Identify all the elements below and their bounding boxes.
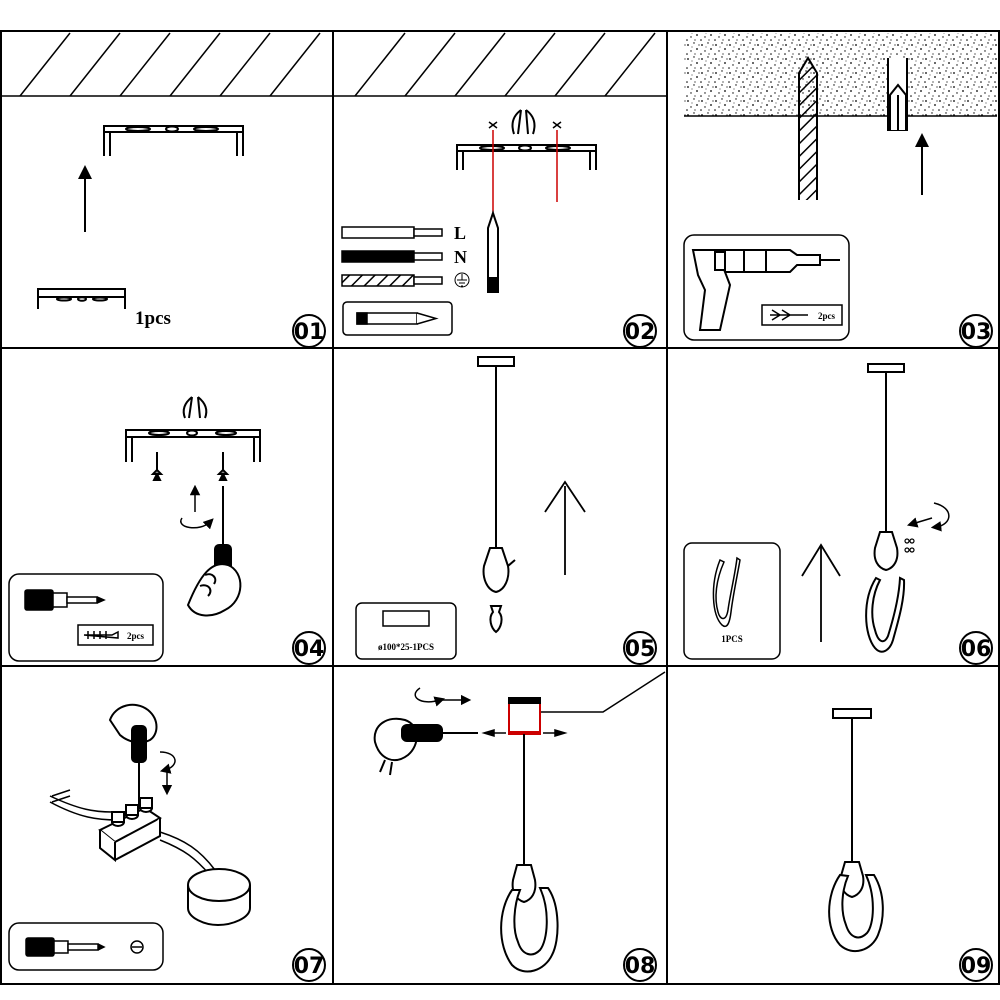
shade-quantity: 1PCS [721, 634, 743, 644]
step-number: 07 [294, 954, 325, 979]
ground-symbol-icon [454, 272, 470, 288]
screw-icon [150, 452, 230, 481]
hand-screwdriver-icon [108, 703, 158, 805]
mounting-bracket-icon [103, 125, 244, 156]
mark-cross-icon [488, 121, 562, 129]
canopy-cup-icon [508, 697, 541, 735]
wire-label-neutral: N [454, 247, 467, 267]
hand-screwdriver-icon [373, 717, 478, 776]
step-badge: 05 [623, 631, 657, 665]
ceiling-hatch [333, 32, 667, 97]
rotate-arrow-icon [159, 751, 176, 774]
canopy-icon [832, 708, 872, 719]
panel-09: 09 [828, 708, 993, 982]
left-arrow-icon [906, 517, 933, 528]
shade-icon [865, 576, 906, 653]
pendant-lamp-icon [500, 864, 559, 973]
supply-wires [49, 789, 119, 821]
step-badge: 08 [623, 948, 657, 982]
canopy-base-icon [187, 868, 251, 927]
rotate-arrow-icon [930, 502, 950, 532]
step-badge: 02 [623, 314, 657, 348]
drill-guide-line [492, 130, 558, 212]
screwdriver-icon [24, 589, 106, 611]
tool-box [683, 234, 850, 341]
hand-screwdriver-icon [186, 486, 242, 617]
step-badge: 07 [292, 948, 326, 982]
mounting-bracket-icon [456, 144, 597, 170]
step-number: 08 [625, 954, 656, 979]
panel-05: ø100*25-1PCS 05 [355, 356, 657, 665]
bulb-icon [489, 605, 503, 634]
rotate-arrow-icon [180, 517, 214, 530]
step-badge: 06 [959, 631, 993, 665]
tool-box [8, 573, 164, 662]
ceiling-indicator-line [540, 671, 666, 713]
wall-plug-icon [887, 58, 908, 131]
ceiling-hatch [1, 32, 333, 97]
lamp-holder-icon [873, 531, 899, 572]
up-arrow-icon [801, 543, 841, 642]
box-label: ø100*25-1PCS [378, 642, 434, 652]
wire-samples [341, 226, 443, 287]
ceiling-wires-icon [511, 109, 536, 135]
step-number: 04 [294, 637, 325, 662]
panel-01: 1pcs 01 [1, 32, 333, 348]
step-number: 06 [961, 637, 992, 662]
wire-label-live: L [454, 223, 466, 243]
box-label-frame [355, 602, 457, 660]
fixture-wires [159, 831, 216, 876]
bracket-part-icon [37, 288, 126, 309]
step-number: 02 [625, 320, 656, 345]
step-number: 05 [625, 637, 656, 662]
step-badge: 04 [292, 631, 326, 665]
step-badge: 03 [959, 314, 993, 348]
step-number: 03 [961, 320, 992, 345]
panel-08: 08 [373, 671, 666, 982]
panel-06: 1PCS 06 [683, 363, 993, 665]
concrete-ceiling [684, 33, 997, 116]
step-number: 01 [294, 320, 325, 345]
step-number: 09 [961, 954, 992, 979]
ceiling-wires-icon [182, 396, 208, 419]
up-arrow-icon [544, 480, 586, 575]
quantity-label: 1pcs [135, 308, 171, 329]
panel-04: 2pcs 04 [8, 396, 326, 665]
rotate-arrow-icon [414, 687, 446, 707]
grid-frame [0, 30, 1000, 985]
shade-part-box [683, 542, 781, 660]
small-screws-icon [904, 538, 915, 553]
drill-bit-icon [798, 56, 818, 200]
lamp-holder-icon [482, 547, 516, 594]
power-drill-icon [691, 249, 840, 331]
pencil-tool-box [342, 301, 453, 336]
step-badge: 01 [292, 314, 326, 348]
tool-box [8, 922, 164, 971]
pencil-icon [487, 209, 499, 293]
screwdriver-icon [25, 937, 106, 957]
step-badge: 09 [959, 948, 993, 982]
screw-quantity: 2pcs [127, 631, 145, 641]
panel-07: 07 [8, 703, 326, 982]
pendant-lamp-icon [828, 861, 884, 953]
terminal-block-icon [98, 797, 162, 863]
canopy-icon [477, 356, 515, 367]
canopy-icon [867, 363, 905, 373]
side-screw-icon [481, 728, 568, 738]
anchor-quantity: 2pcs [818, 311, 836, 321]
panel-03: 2pcs 03 [683, 33, 997, 348]
mounting-bracket-icon [125, 429, 261, 462]
panel-02: L N 02 [333, 32, 667, 348]
